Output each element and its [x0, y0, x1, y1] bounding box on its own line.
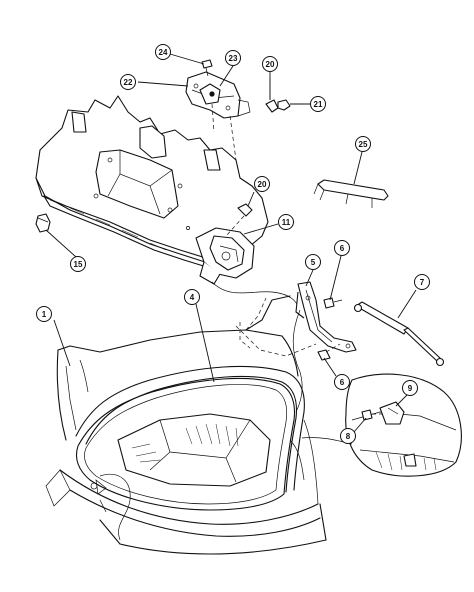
callout-5: 5 — [305, 254, 321, 270]
deck-lid-latch — [195, 227, 301, 311]
detail-inset — [301, 373, 462, 477]
callout-23: 23 — [225, 50, 241, 66]
callout-24: 24 — [155, 44, 171, 60]
deck-lid-hinge — [295, 281, 357, 353]
callout-7: 7 — [414, 274, 430, 290]
callout-6-lower: 6 — [334, 374, 350, 390]
callout-20-middle: 20 — [254, 176, 270, 192]
callout-11: 11 — [278, 214, 294, 230]
retainer-bolt — [225, 203, 253, 237]
callout-6-upper: 6 — [334, 240, 350, 256]
callout-8: 8 — [340, 428, 356, 444]
screw-21 — [277, 99, 310, 111]
gas-strut — [353, 301, 445, 367]
bumper-pad — [35, 213, 51, 233]
hinge-bolt-lower — [317, 343, 341, 361]
callout-20-upper: 20 — [262, 56, 278, 72]
striker-bracket — [185, 59, 251, 119]
callout-9: 9 — [402, 380, 418, 396]
leader-lines — [45, 53, 417, 433]
retainer-clip-top — [265, 78, 279, 113]
rear-shelf-panel — [35, 95, 269, 271]
callout-4: 4 — [184, 289, 200, 305]
callout-22: 22 — [120, 74, 136, 90]
trunk-body — [45, 295, 327, 555]
callout-25: 25 — [355, 136, 371, 152]
callout-15: 15 — [70, 256, 86, 272]
trim-strip — [313, 179, 389, 208]
callout-1: 1 — [36, 306, 52, 322]
callout-21: 21 — [310, 96, 326, 112]
hinge-bolt-upper — [323, 297, 343, 309]
